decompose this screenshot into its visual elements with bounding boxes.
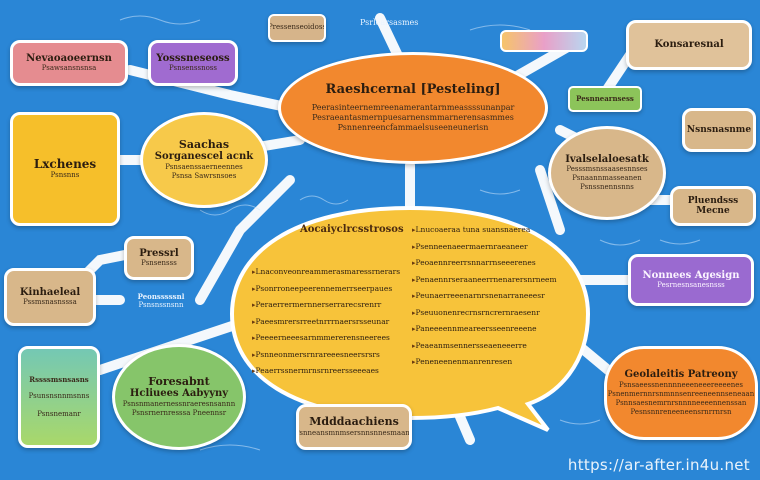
center-top-title: Raeshcernal [Pesteling] [325, 81, 501, 97]
green-oval-title: Foresabnt [148, 374, 210, 388]
right-tan-oval: Ivalselaloesatk Pesssmsnssaasesnnses Psn… [548, 126, 666, 220]
right-tan-3: Pluendsss Mecne [670, 186, 756, 226]
small-mid-title: Peonsssssnl [137, 292, 185, 301]
center-top-line-1: Peerasinteernemreenamerantarnmeassssunan… [311, 103, 515, 113]
right-tan-3-title: Pluendsss Mecne [687, 195, 739, 216]
right-orange-line-2: Psnenmernnrsnmnnsenreeneennseneaan [607, 389, 755, 398]
top-right-gradient-strip [500, 30, 588, 52]
right-orange-line-1: Psnsaeessnennnneeeneeereeeenes [618, 380, 744, 389]
connector [535, 165, 565, 235]
center-right-item: Pseuuonenrecrnsrncrernraesenr [412, 305, 557, 322]
green-oval-line-2: Psnsrnernresssa Pneennsr [131, 409, 227, 418]
right-top-tan-box: Konsaresnal [626, 20, 752, 70]
center-top-line-2: Pesraeantasmernpuesarnensmmarnerensasmme… [312, 113, 514, 123]
right-tan-oval-line-3: Psnssnennsnns [580, 183, 634, 192]
center-right-item: Peaeanmsennersseaeneeerre [412, 338, 557, 355]
center-top-oval: Raeshcernal [Pesteling] Peerasinteernemr… [278, 52, 548, 164]
right-tan-oval-title: Ivalselaloesatk [565, 153, 649, 165]
watermark-text: https://ar-after.in4u.net [567, 456, 750, 474]
yellow-oval-sub: Sorganescel acnk [154, 151, 254, 163]
right-tan-2-title: Nsnsnasnme [686, 124, 752, 135]
teal-box-title: Rssssmsnsasns [29, 375, 89, 385]
center-main-list-left: Lnaconveonreammerasmaressrnerars Psonrro… [252, 264, 401, 380]
yellow-oval-line-1: Psnsaenssaerneennes [165, 162, 243, 171]
center-left-item: Peeeerneeesarnmmererensneerees [252, 330, 400, 347]
left-tan-box: Kinhaeleal Pssmsnasnsssa [4, 268, 96, 326]
center-right-item: Paneeeennmeareersseenreeene [412, 321, 557, 338]
purple-tag-title: Yosssneseoss [156, 52, 230, 64]
center-left-item: Peaerrssnermrnsrnreersseeeaes [252, 363, 400, 380]
yellow-square-box: Lxchenes Psnsnns [10, 112, 120, 226]
center-left-item: Psnneonmersrnrareeesneersrsrs [252, 347, 400, 364]
purple-tag-sub: Psnsenssnoss [169, 64, 217, 73]
teal-box: Rssssmsnsasns Psunsnsnnmsnns Psnsnemanr [18, 346, 100, 448]
center-left-item: Psonrroneepeerennemerrseerpaues [252, 281, 400, 298]
yellow-square-sub: Psnsnns [50, 171, 80, 180]
yellow-oval: Saachas Sorganescel acnk Psnsaenssaernee… [140, 112, 268, 208]
center-left-item: Paeesmrersrreetnrrrnaersrsseunar [252, 314, 400, 331]
right-tan-oval-line-2: Psnaannmasseanen [572, 174, 642, 183]
small-tan-sub: Psnsensss [141, 259, 177, 268]
right-orange-title: Geolaleitis Patreony [624, 369, 738, 381]
pink-tag-box: Nevaoaoeernsn Psawsansnsnsa [10, 40, 128, 86]
right-purple-box: Nonnees Agesign Pesrnesnsanesnsss [628, 254, 754, 306]
right-tan-oval-line-1: Pesssmsnssaasesnnses [566, 165, 648, 174]
top-header-sub: Psrlearsasmes [360, 18, 419, 27]
teal-box-line-1: Psunsnsnnmsnns [28, 392, 90, 401]
right-tan-2: Nsnsnasnme [682, 108, 756, 152]
connector [195, 175, 295, 305]
center-right-item: Penaennrseraaneerrnenarersnrneem [412, 272, 557, 289]
left-tan-title: Kinhaeleal [19, 286, 81, 298]
right-orange-oval: Geolaleitis Patreony Psnsaeessnennnneeen… [604, 346, 758, 440]
right-green-tag: Pesnnearnsess [568, 86, 642, 112]
yellow-square-title: Lxchenes [33, 156, 97, 171]
small-mid-label: Peonsssssnl Psnsnssnsnn [128, 292, 194, 310]
center-main-list-right: Lnucoaeraa tuna suansnaerea Psenneenaeer… [412, 222, 557, 371]
green-oval-line-1: Psnsnmanernessnraeresnsannn [122, 399, 236, 408]
yellow-oval-line-2: Psnsa Sawrsnsoes [171, 172, 237, 181]
right-purple-sub: Pesrnesnsanesnsss [657, 281, 725, 290]
left-tan-line-1: Pssmsnasnsssa [23, 298, 77, 307]
center-left-item: Lnaconveonreammerasmaressrnerars [252, 264, 401, 281]
green-oval-sub: Hcliuees Aabyyny [129, 388, 229, 400]
right-top-tan-title: Konsaresnal [654, 39, 724, 51]
center-left-item: Peraerrermernnerserrarecsrenrr [252, 297, 400, 314]
purple-tag-box: Yosssneseoss Psnsenssnoss [148, 40, 238, 86]
small-mid-sub: Psnsnssnsnn [138, 301, 184, 310]
top-header-box: Pressenseoidoss [268, 14, 326, 42]
center-right-item: Peneneenenmanrenresen [412, 354, 557, 371]
center-top-line-3: Psnnenreencfammaelsuseeneunerisn [337, 123, 489, 133]
small-tan-title: Pressrl [139, 247, 179, 259]
yellow-oval-title: Saachas [178, 137, 230, 151]
small-tan-box: Pressrl Psnsensss [124, 236, 194, 280]
center-right-item: Psenneenaeermaernraeaneer [412, 239, 557, 256]
bottom-tan-box: Mdddaachiens Psnneansmnmsersnnsnnesmaanr [296, 404, 412, 450]
center-right-item: Lnucoaeraa tuna suansnaerea [412, 222, 557, 239]
bottom-tan-line-1: Psnneansmnmsersnnsnnesmaanr [296, 428, 412, 437]
center-right-item: Peoaennreerrsnnarrnseeerenes [412, 255, 557, 272]
green-oval: Foresabnt Hcliuees Aabyyny Psnsnmanernes… [112, 344, 246, 450]
center-main-content: Aocaiyclrcsstrosos Lnaconveonreammerasma… [252, 222, 570, 392]
center-right-item: Peunaerreeenarnrsnenarraneeesr [412, 288, 557, 305]
right-purple-title: Nonnees Agesign [642, 269, 740, 281]
right-orange-line-3: Psnnsaesnemrnrsnnnneeeennenssan [615, 398, 747, 407]
bottom-tan-title: Mdddaachiens [309, 415, 399, 429]
teal-box-line-2: Psnsnemanr [37, 409, 81, 418]
right-green-tag-title: Pesnnearnsess [576, 94, 634, 104]
right-orange-line-4: Pesnsnnreneeneensrnrrnrsn [630, 407, 732, 416]
pink-tag-sub: Psawsansnsnsa [41, 64, 97, 73]
pink-tag-title: Nevaoaoeernsn [26, 52, 112, 64]
top-header-title: Pressenseoidoss [268, 23, 326, 32]
center-main-title: Aocaiyclrcsstrosos [300, 224, 404, 235]
